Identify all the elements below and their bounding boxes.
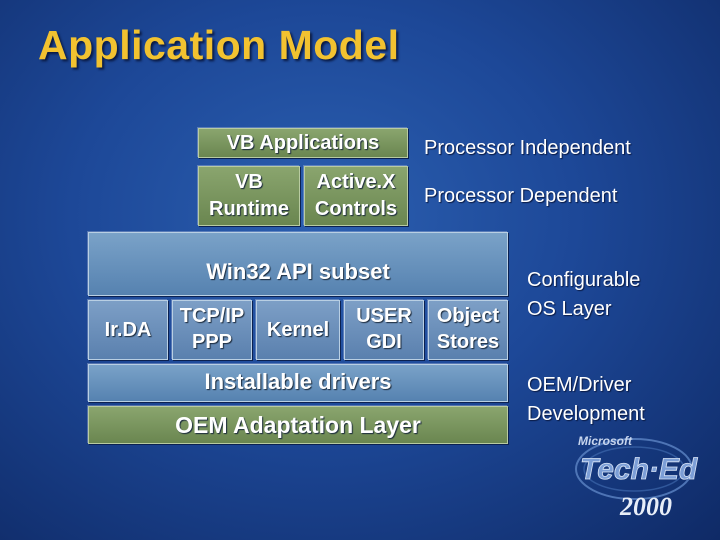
irda-label: Ir.DA	[104, 319, 152, 341]
oem-driver-label-line1: OEM/Driver	[527, 374, 632, 396]
user-gdi-line1: USER	[356, 305, 412, 327]
oem-driver-label-line2: Development	[527, 403, 645, 425]
activex-line1: Active.X	[316, 171, 396, 193]
installable-drivers-label: Installable drivers	[204, 369, 392, 394]
object-stores-box: Object Stores	[428, 300, 508, 360]
vb-runtime-line2: Runtime	[209, 198, 289, 220]
activex-line2: Controls	[314, 198, 398, 220]
tcpip-box: TCP/IP PPP	[172, 300, 252, 360]
user-gdi-line2: GDI	[366, 331, 402, 353]
vb-applications-box: VB Applications	[198, 128, 408, 158]
tcpip-line1: TCP/IP	[179, 305, 245, 327]
tcpip-line2: PPP	[191, 331, 233, 353]
user-gdi-box: USER GDI	[344, 300, 424, 360]
logo-year: 2000	[619, 492, 672, 521]
win32-api-label: Win32 API subset	[206, 259, 390, 284]
activex-controls-box: Active.X Controls	[304, 166, 408, 226]
irda-box: Ir.DA	[88, 300, 168, 360]
oem-adaptation-label: OEM Adaptation Layer	[175, 412, 421, 438]
processor-independent-label: Processor Independent	[424, 137, 631, 159]
configurable-os-label-line1: Configurable	[527, 269, 641, 291]
oem-adaptation-box: OEM Adaptation Layer	[88, 406, 508, 444]
vb-applications-label: VB Applications	[226, 132, 380, 154]
slide-title: Application Model	[38, 22, 400, 68]
logo-name: Tech·Ed	[580, 453, 698, 486]
installable-drivers-box: Installable drivers	[88, 364, 508, 402]
teched-logo: Microsoft Tech·Ed 2000	[562, 427, 702, 522]
win32-api-box: Win32 API subset	[88, 232, 508, 296]
object-stores-line2: Stores	[436, 331, 500, 353]
processor-dependent-label: Processor Dependent	[424, 185, 618, 207]
object-stores-line1: Object	[436, 305, 500, 327]
vb-runtime-box: VB Runtime	[198, 166, 300, 226]
configurable-os-label-line2: OS Layer	[527, 298, 612, 320]
vb-runtime-line1: VB	[235, 171, 263, 193]
kernel-box: Kernel	[256, 300, 340, 360]
teched-logo-graphic: Microsoft Tech·Ed 2000	[575, 434, 698, 521]
kernel-label: Kernel	[266, 319, 330, 341]
logo-brand: Microsoft	[578, 434, 633, 448]
